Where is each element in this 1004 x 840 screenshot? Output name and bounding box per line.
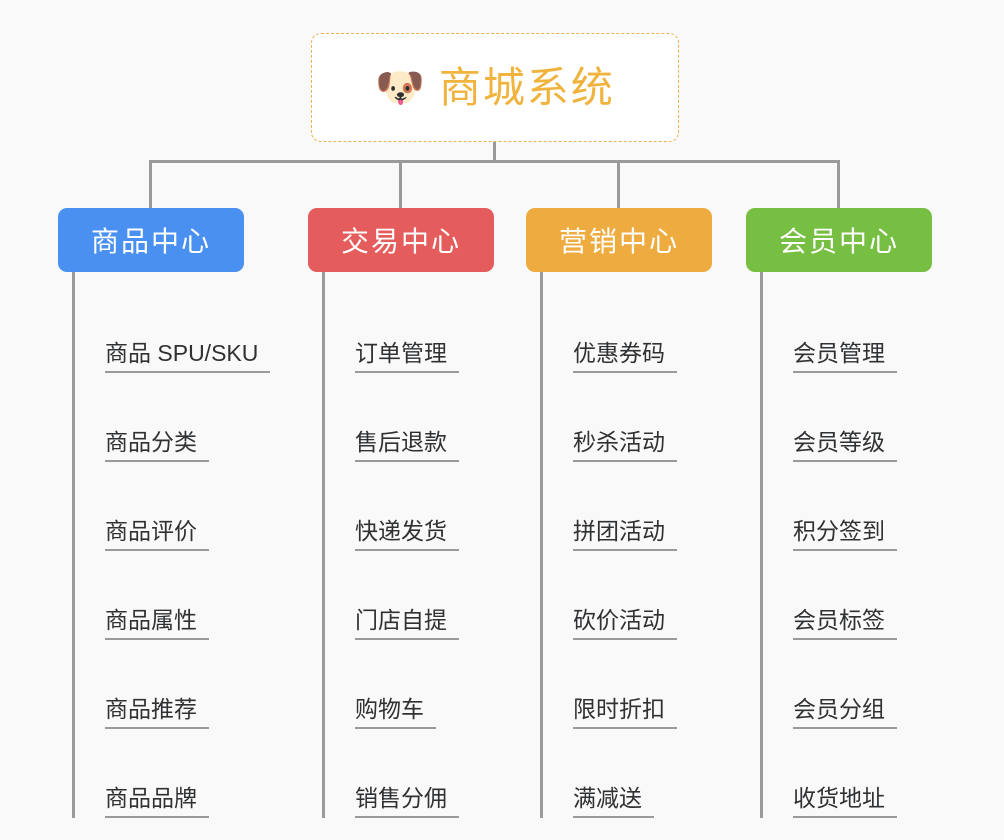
leaf-list-3: 优惠券码 秒杀活动 拼团活动 砍价活动 限时折扣 满减送 <box>540 272 712 818</box>
leaf-label: 限时折扣 <box>573 696 677 729</box>
leaf-item[interactable]: 满减送 <box>543 729 712 818</box>
leaf-item[interactable]: 订单管理 <box>325 284 494 373</box>
connector-drop-2 <box>399 160 402 208</box>
leaf-item[interactable]: 销售分佣 <box>325 729 494 818</box>
leaf-label: 积分签到 <box>793 518 897 551</box>
leaf-label: 商品 SPU/SKU <box>105 340 271 373</box>
leaf-label: 会员管理 <box>793 340 897 373</box>
leaf-item[interactable]: 秒杀活动 <box>543 373 712 462</box>
leaf-item[interactable]: 拼团活动 <box>543 462 712 551</box>
leaf-label: 订单管理 <box>355 340 459 373</box>
leaf-item[interactable]: 商品 SPU/SKU <box>75 284 271 373</box>
category-box-2[interactable]: 交易中心 <box>308 208 494 272</box>
leaf-label: 优惠券码 <box>573 340 677 373</box>
leaf-label: 会员分组 <box>793 696 897 729</box>
branch-column-4: 会员中心 会员管理 会员等级 积分签到 会员标签 会员分组 收货地址 <box>746 208 932 818</box>
leaf-item[interactable]: 商品属性 <box>75 551 244 640</box>
leaf-label: 砍价活动 <box>573 607 677 640</box>
leaf-label: 售后退款 <box>355 429 459 462</box>
leaf-item[interactable]: 商品推荐 <box>75 640 244 729</box>
leaf-label: 会员标签 <box>793 607 897 640</box>
leaf-label: 购物车 <box>355 696 436 729</box>
leaf-label: 门店自提 <box>355 607 459 640</box>
leaf-item[interactable]: 会员标签 <box>763 551 932 640</box>
leaf-label: 满减送 <box>573 785 654 818</box>
category-box-4[interactable]: 会员中心 <box>746 208 932 272</box>
category-box-3[interactable]: 营销中心 <box>526 208 712 272</box>
leaf-item[interactable]: 快递发货 <box>325 462 494 551</box>
leaf-item[interactable]: 会员等级 <box>763 373 932 462</box>
leaf-label: 商品分类 <box>105 429 209 462</box>
connector-drop-3 <box>617 160 620 208</box>
leaf-item[interactable]: 砍价活动 <box>543 551 712 640</box>
leaf-label: 商品推荐 <box>105 696 209 729</box>
category-box-1[interactable]: 商品中心 <box>58 208 244 272</box>
leaf-label: 商品属性 <box>105 607 209 640</box>
leaf-item[interactable]: 售后退款 <box>325 373 494 462</box>
root-node[interactable]: 🐶 商城系统 <box>311 33 679 142</box>
leaf-list-1: 商品 SPU/SKU 商品分类 商品评价 商品属性 商品推荐 商品品牌 <box>72 272 271 818</box>
connector-horizontal-bus <box>149 160 840 163</box>
leaf-item[interactable]: 商品分类 <box>75 373 244 462</box>
leaf-item[interactable]: 收货地址 <box>763 729 932 818</box>
leaf-label: 秒杀活动 <box>573 429 677 462</box>
leaf-list-2: 订单管理 售后退款 快递发货 门店自提 购物车 销售分佣 <box>322 272 494 818</box>
leaf-item[interactable]: 会员管理 <box>763 284 932 373</box>
leaf-item[interactable]: 积分签到 <box>763 462 932 551</box>
leaf-label: 拼团活动 <box>573 518 677 551</box>
leaf-item[interactable]: 购物车 <box>325 640 494 729</box>
connector-drop-1 <box>149 160 152 208</box>
leaf-item[interactable]: 门店自提 <box>325 551 494 640</box>
leaf-item[interactable]: 商品评价 <box>75 462 244 551</box>
branch-column-1: 商品中心 商品 SPU/SKU 商品分类 商品评价 商品属性 商品推荐 商品品牌 <box>58 208 271 818</box>
leaf-item[interactable]: 优惠券码 <box>543 284 712 373</box>
root-title: 商城系统 <box>438 63 615 111</box>
connector-drop-4 <box>837 160 840 208</box>
branch-column-2: 交易中心 订单管理 售后退款 快递发货 门店自提 购物车 销售分佣 <box>308 208 494 818</box>
leaf-item[interactable]: 商品品牌 <box>75 729 244 818</box>
connector-root-stem <box>493 142 496 163</box>
leaf-item[interactable]: 限时折扣 <box>543 640 712 729</box>
leaf-item[interactable]: 会员分组 <box>763 640 932 729</box>
leaf-label: 收货地址 <box>793 785 897 818</box>
dog-face-icon: 🐶 <box>375 65 425 110</box>
leaf-label: 商品评价 <box>105 518 209 551</box>
leaf-label: 商品品牌 <box>105 785 209 818</box>
leaf-label: 会员等级 <box>793 429 897 462</box>
branch-column-3: 营销中心 优惠券码 秒杀活动 拼团活动 砍价活动 限时折扣 满减送 <box>526 208 712 818</box>
leaf-label: 销售分佣 <box>355 785 459 818</box>
leaf-label: 快递发货 <box>355 518 459 551</box>
leaf-list-4: 会员管理 会员等级 积分签到 会员标签 会员分组 收货地址 <box>760 272 932 818</box>
